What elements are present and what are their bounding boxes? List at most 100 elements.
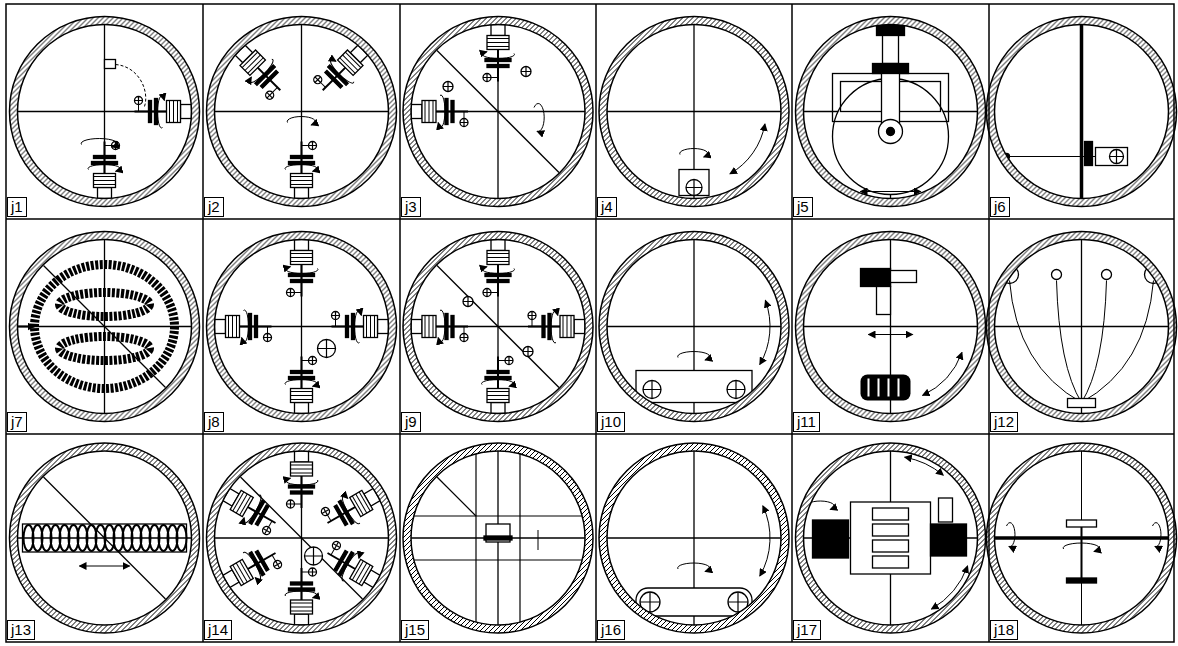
- drive-unit: [482, 357, 514, 414]
- drawing-part: [286, 267, 318, 274]
- drawing-part: [105, 60, 116, 69]
- cell-label: j15: [401, 620, 429, 640]
- drawing-part: [236, 563, 247, 582]
- drawing-part: [678, 563, 710, 571]
- pipe-wall: [10, 232, 200, 422]
- drawing-part: [230, 490, 253, 516]
- drawing-part: [873, 556, 909, 568]
- drawing-part: [291, 582, 313, 585]
- drawing-part: [321, 83, 326, 88]
- drawing-part: [261, 525, 272, 536]
- cell-label: j7: [7, 412, 27, 432]
- drawing-part: [649, 592, 650, 612]
- drawing-part: [302, 572, 309, 573]
- drawing-part: [355, 311, 362, 343]
- drawing-part: [1067, 520, 1097, 527]
- drawing-part: [88, 165, 120, 172]
- drawing-part: [879, 120, 903, 144]
- cell-label: j11: [793, 412, 820, 432]
- drawing-part: [80, 566, 130, 567]
- pipe-cell: [10, 17, 200, 207]
- pipe-wall: [987, 17, 1177, 207]
- drawing-part: [595, 4, 597, 642]
- drawing-part: [94, 174, 116, 188]
- drawing-part: [295, 292, 302, 293]
- drawing-part: [60, 293, 150, 317]
- drawing-part: [335, 320, 336, 327]
- drawing-part: [873, 524, 909, 536]
- drawing-part: [1068, 399, 1096, 408]
- cell-label: j9: [401, 412, 421, 432]
- drawing-part: [861, 375, 911, 401]
- drawing-part: [451, 316, 454, 338]
- mechanism: [411, 240, 585, 414]
- drawing-part: [291, 251, 313, 265]
- drawing-part: [305, 547, 323, 565]
- drawing-part: [1067, 578, 1097, 583]
- drawing-part: [331, 549, 335, 555]
- drawing-part: [236, 494, 247, 513]
- mechanism: [607, 25, 781, 199]
- grid-lines: [6, 4, 1174, 642]
- drawing-part: [1096, 148, 1128, 166]
- drawing-part: [325, 70, 343, 88]
- cell-label: j5: [793, 197, 813, 217]
- drawing-part: [177, 525, 187, 551]
- drawing-part: [291, 389, 313, 403]
- drawing-part: [272, 559, 283, 570]
- drawing-part: [482, 52, 514, 59]
- drawing-part: [291, 180, 313, 181]
- drawing-part: [437, 266, 559, 388]
- drawing-part: [525, 67, 526, 77]
- drawing-part: [228, 316, 229, 338]
- pipe-wall: [796, 232, 986, 422]
- drawing-part: [35, 265, 175, 389]
- drawing-part: [17, 326, 35, 328]
- drawing-part: [813, 520, 849, 558]
- drawing-part: [735, 381, 736, 399]
- drawing-part: [301, 240, 302, 414]
- drawing-part: [233, 565, 244, 584]
- drawing-part: [877, 287, 891, 315]
- drawing-part: [23, 524, 187, 552]
- drawing-part: [483, 289, 491, 297]
- drawing-part: [542, 316, 545, 338]
- drawing-part: [318, 340, 336, 358]
- mechanism: [215, 25, 389, 199]
- drawing-part: [285, 380, 317, 387]
- drawing-part: [487, 399, 509, 400]
- drawing-part: [482, 380, 514, 387]
- drawing-part: [290, 289, 291, 297]
- drawing-part: [429, 101, 430, 123]
- drawing-part: [483, 74, 491, 82]
- drawing-part: [345, 52, 361, 68]
- drawing-part: [116, 65, 146, 107]
- drawing-part: [264, 337, 272, 338]
- drawing-part: [181, 105, 192, 119]
- pipe-wall: [796, 17, 986, 207]
- pipe-wall: [599, 443, 789, 633]
- drawing-part: [302, 145, 309, 146]
- cell-label: j4: [597, 197, 617, 217]
- drawing-part: [498, 360, 505, 361]
- drawing-part: [931, 524, 967, 556]
- pipe-cell: [987, 17, 1177, 207]
- pipe-cell: [403, 232, 593, 422]
- drawing-part: [487, 280, 509, 283]
- drawing-part: [521, 67, 531, 77]
- drawing-part: [460, 122, 468, 123]
- drive-unit: [482, 25, 514, 82]
- drawing-part: [873, 64, 909, 74]
- pipe-cell: [599, 443, 789, 633]
- drawing-part: [287, 289, 295, 297]
- drawing-part: [295, 451, 309, 462]
- mechanism: [18, 477, 192, 599]
- drawing-part: [94, 156, 116, 159]
- drawing-part: [438, 95, 445, 127]
- mechanism: [215, 451, 389, 625]
- drawing-part: [301, 25, 302, 199]
- drawing-part: [482, 267, 514, 274]
- drive-unit: [411, 95, 468, 127]
- drawing-part: [737, 592, 738, 612]
- drawing-part: [487, 42, 509, 43]
